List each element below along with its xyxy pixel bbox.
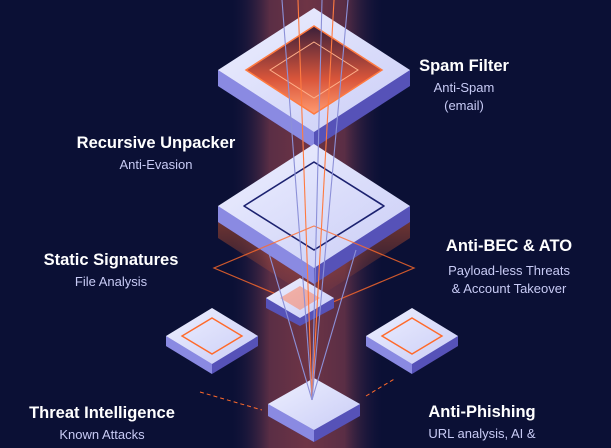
recursive-unpacker-plate	[218, 144, 410, 300]
converging-lines	[267, 0, 357, 401]
recursive-unpacker-title: Recursive Unpacker	[76, 134, 236, 152]
anti-phishing-label: Anti-Phishing URL analysis, AI &	[414, 402, 550, 442]
right-plate	[366, 308, 458, 374]
threat-intelligence-label: Threat Intelligence Known Attacks	[12, 403, 192, 443]
bottom-plate	[268, 378, 360, 442]
threat-intelligence-title: Threat Intelligence	[29, 404, 175, 422]
static-signatures-title: Static Signatures	[43, 251, 179, 269]
spam-filter-title: Spam Filter	[419, 57, 509, 75]
left-connector	[199, 391, 263, 411]
spam-filter-plate	[218, 8, 410, 148]
right-connector	[365, 377, 397, 397]
recursive-unpacker-label: Recursive Unpacker Anti-Evasion	[56, 133, 256, 173]
spam-filter-label: Spam Filter Anti-Spam (email)	[404, 56, 524, 114]
static-signatures-label: Static Signatures File Analysis	[26, 250, 196, 290]
spam-filter-sub2: (email)	[444, 97, 484, 113]
anti-phishing-sub1: URL analysis, AI &	[428, 425, 536, 441]
anti-bec-label: Anti-BEC & ATO Payload-less Threats & Ac…	[424, 236, 594, 297]
static-signatures-sub: File Analysis	[74, 273, 148, 289]
anti-bec-title: Anti-BEC & ATO	[445, 237, 573, 255]
recursive-unpacker-sub: Anti-Evasion	[119, 156, 193, 172]
anti-phishing-title: Anti-Phishing	[428, 403, 536, 421]
threat-intelligence-sub: Known Attacks	[59, 426, 145, 442]
spam-filter-sub1: Anti-Spam	[433, 79, 495, 95]
anti-bec-sub1: Payload-less Threats	[448, 262, 570, 278]
anti-bec-sub2: & Account Takeover	[451, 280, 567, 296]
left-plate	[166, 308, 258, 374]
